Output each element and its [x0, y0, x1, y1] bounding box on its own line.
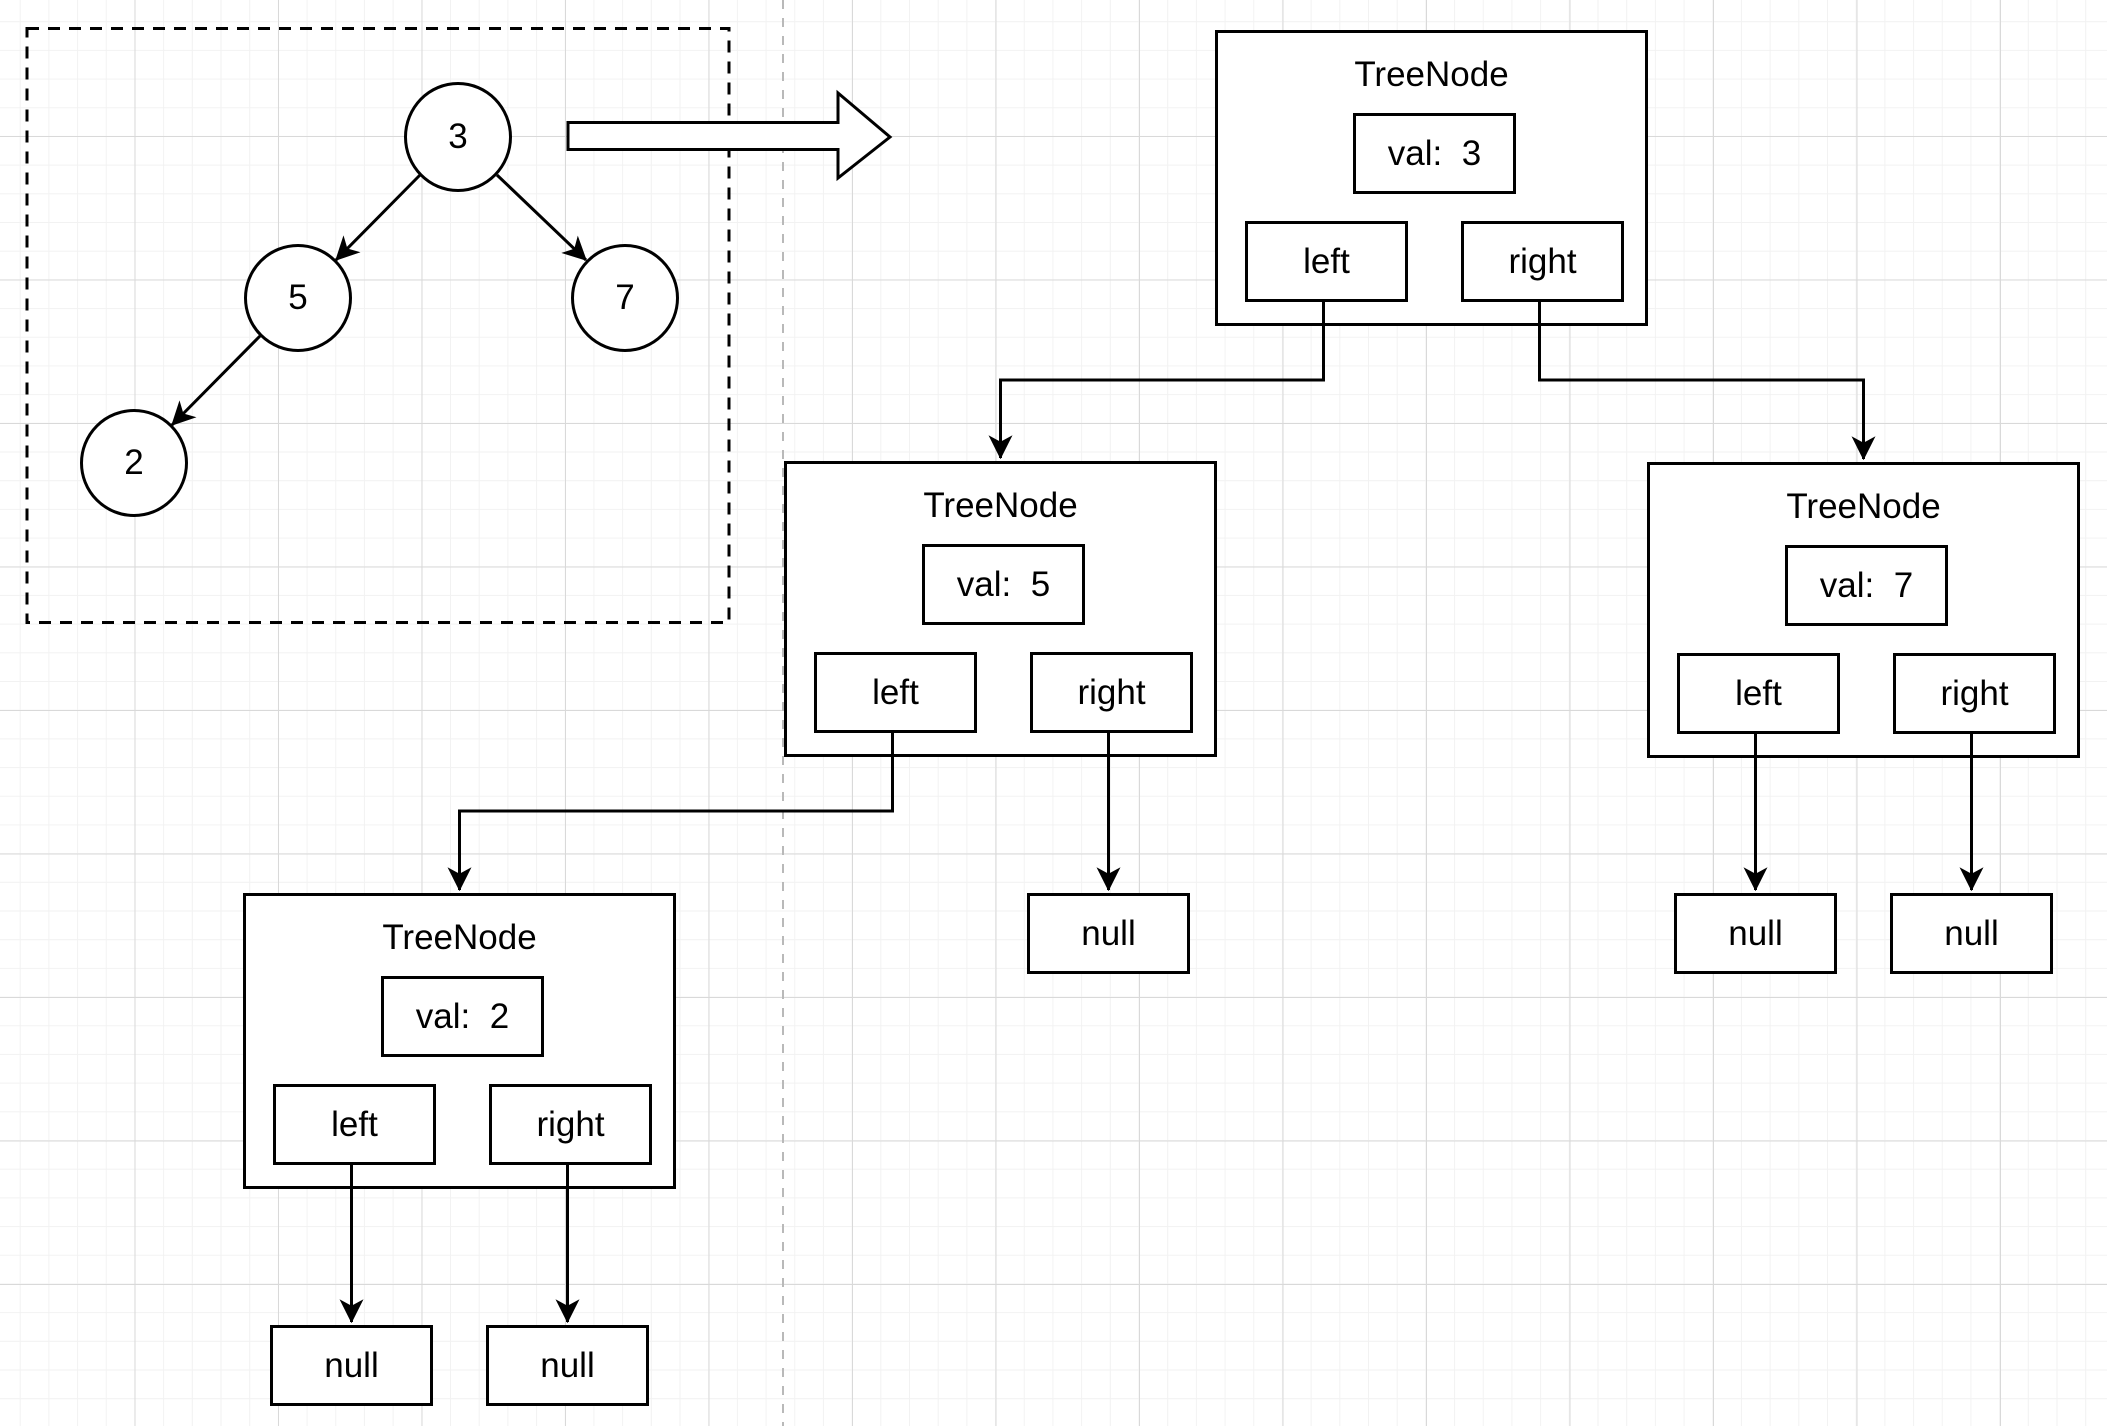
left-pointer-label: left	[1735, 673, 1782, 713]
null-label: null	[324, 1345, 379, 1385]
right-pointer-box[interactable]: right	[1461, 221, 1624, 302]
tree-circle-root-value: 3	[448, 117, 468, 156]
tree-circle-left-child-value: 5	[288, 278, 308, 317]
tree-circle-grandchild-value: 2	[124, 443, 144, 482]
null-box-grandchild-right[interactable]: null	[486, 1325, 649, 1406]
edge-3-to-7[interactable]	[495, 173, 588, 262]
null-box-left-child-right[interactable]: null	[1027, 893, 1190, 974]
edge-5-to-2[interactable]	[170, 334, 262, 427]
val-field-box[interactable]: val: 5	[922, 544, 1085, 625]
left-pointer-label: left	[872, 672, 919, 712]
left-pointer-box[interactable]: left	[814, 652, 977, 733]
card-title: TreeNode	[923, 486, 1078, 525]
card-title: TreeNode	[1786, 487, 1941, 526]
tree-circle-right-child[interactable]: 7	[571, 244, 679, 352]
null-box-grandchild-left[interactable]: null	[270, 1325, 433, 1406]
right-pointer-box[interactable]: right	[1893, 653, 2056, 734]
null-label: null	[1081, 913, 1136, 953]
null-label: null	[540, 1345, 595, 1385]
treenode-card-grandchild[interactable]: TreeNode val: 2 left right	[243, 893, 676, 1189]
left-pointer-box[interactable]: left	[1677, 653, 1840, 734]
edge-3-to-5[interactable]	[334, 173, 422, 262]
right-pointer-label: right	[1508, 241, 1577, 281]
left-pointer-box[interactable]: left	[1245, 221, 1408, 302]
transform-arrow[interactable]	[566, 89, 893, 182]
right-pointer-label: right	[1940, 673, 2009, 713]
null-box-right-child-left[interactable]: null	[1674, 893, 1837, 974]
card-title: TreeNode	[1354, 55, 1509, 94]
treenode-card-right-child[interactable]: TreeNode val: 7 left right	[1647, 462, 2080, 758]
val-field-text: val: 7	[1819, 565, 1914, 605]
right-pointer-box[interactable]: right	[1030, 652, 1193, 733]
val-field-box[interactable]: val: 3	[1353, 113, 1516, 194]
right-pointer-box[interactable]: right	[489, 1084, 652, 1165]
tree-circle-left-child[interactable]: 5	[244, 244, 352, 352]
val-field-box[interactable]: val: 2	[381, 976, 544, 1057]
tree-circle-root[interactable]: 3	[404, 82, 512, 192]
card-title: TreeNode	[382, 918, 537, 957]
left-pointer-label: left	[1303, 241, 1350, 281]
val-field-text: val: 3	[1387, 133, 1482, 173]
null-label: null	[1944, 913, 1999, 953]
treenode-card-root[interactable]: TreeNode val: 3 left right	[1215, 30, 1648, 326]
val-field-text: val: 5	[956, 564, 1051, 604]
right-pointer-label: right	[536, 1104, 605, 1144]
null-box-right-child-right[interactable]: null	[1890, 893, 2053, 974]
tree-circle-right-child-value: 7	[615, 278, 635, 317]
left-pointer-box[interactable]: left	[273, 1084, 436, 1165]
treenode-card-left-child[interactable]: TreeNode val: 5 left right	[784, 461, 1217, 757]
val-field-box[interactable]: val: 7	[1785, 545, 1948, 626]
left-pointer-label: left	[331, 1104, 378, 1144]
null-label: null	[1728, 913, 1783, 953]
tree-circle-grandchild[interactable]: 2	[80, 409, 188, 517]
right-pointer-label: right	[1077, 672, 1146, 712]
val-field-text: val: 2	[415, 996, 510, 1036]
